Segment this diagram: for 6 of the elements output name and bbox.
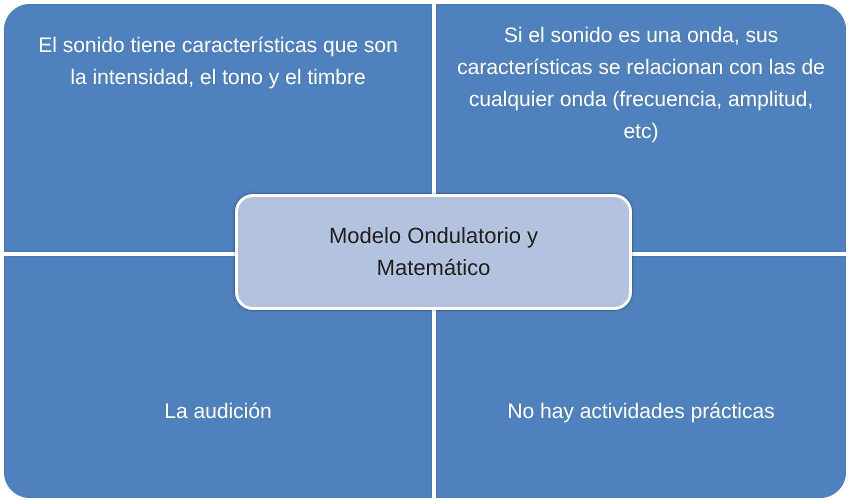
- center-box: [235, 194, 632, 310]
- node-text: El sonido tiene características que son la intensidad, el tono y el timbre: [37, 33, 399, 91]
- node-text: Modelo Ondulatorio y Matemático: [328, 222, 540, 282]
- node-text: No hay actividades prácticas: [507, 399, 775, 425]
- node-text: La audición: [164, 399, 272, 425]
- node-text: Si el sonido es una onda, sus características se relacionan con las de cualquier onda (frecuencia, amplitud, etc): [456, 23, 826, 145]
